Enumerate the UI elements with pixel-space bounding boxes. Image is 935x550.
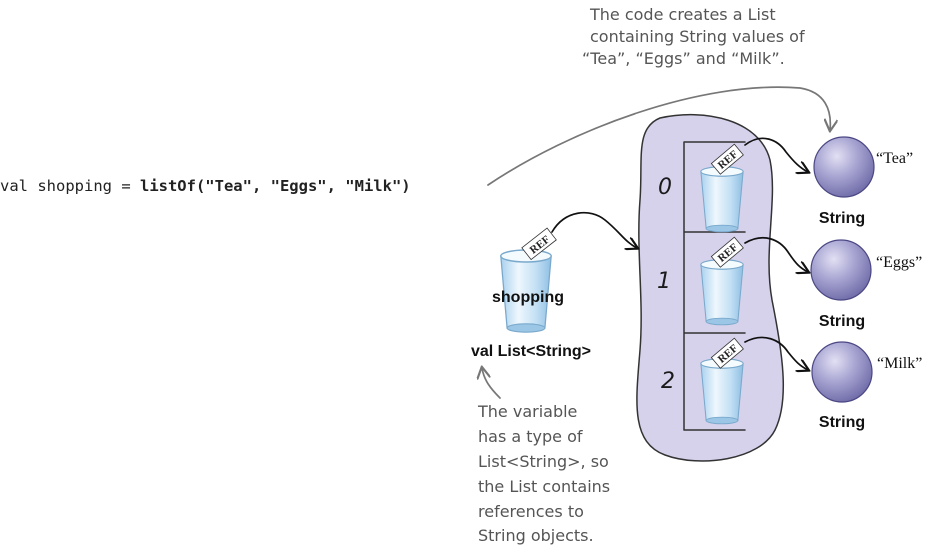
string-type-0: String bbox=[819, 210, 865, 227]
slot-0-arrow bbox=[744, 137, 808, 172]
string-type-1: String bbox=[819, 313, 865, 330]
annotation-arrow bbox=[487, 86, 830, 186]
string-object-milk: “Milk” String bbox=[811, 341, 922, 431]
string-value-1: “Eggs” bbox=[876, 254, 922, 271]
index-2: 2 bbox=[661, 369, 675, 394]
index-1: 1 bbox=[657, 269, 671, 294]
variable-ref-arrow bbox=[551, 211, 637, 248]
string-value-0: “Tea” bbox=[876, 150, 913, 167]
bottom-annotation: The variable has a type of List<String>,… bbox=[477, 402, 610, 545]
variable-name: shopping bbox=[492, 289, 564, 306]
string-object-eggs: “Eggs” String bbox=[810, 239, 922, 330]
variable-type: val List<String> bbox=[471, 343, 591, 360]
variable-cup: REF bbox=[500, 227, 557, 333]
slot-2-arrow bbox=[744, 336, 808, 370]
string-type-2: String bbox=[819, 414, 865, 431]
variable-ref-label: REF bbox=[521, 227, 557, 261]
bottom-note-line-4: the List contains bbox=[478, 477, 610, 496]
bottom-note-line-5: references to bbox=[478, 502, 584, 521]
code-line: val shopping = listOf("Tea", "Eggs", "Mi… bbox=[0, 177, 411, 195]
top-note-line-2: containing String values of bbox=[590, 27, 805, 46]
string-ball-1 bbox=[810, 239, 872, 301]
top-annotation: The code creates a List containing Strin… bbox=[582, 5, 805, 68]
string-object-tea: “Tea” String bbox=[813, 136, 913, 227]
string-value-2: “Milk” bbox=[877, 355, 922, 372]
type-note-arrow bbox=[482, 368, 501, 399]
slot-1-arrow bbox=[744, 237, 808, 272]
bottom-note-line-1: The variable bbox=[477, 402, 577, 421]
code-call: listOf("Tea", "Eggs", "Milk") bbox=[140, 177, 411, 195]
string-ball-2 bbox=[811, 341, 873, 403]
bottom-note-line-6: String objects. bbox=[478, 526, 594, 545]
bottom-note-line-3: List<String>, so bbox=[478, 452, 609, 471]
top-note-line-3: “Tea”, “Eggs” and “Milk”. bbox=[582, 49, 785, 68]
string-ball-0 bbox=[813, 136, 875, 198]
code-prefix: val shopping = bbox=[0, 177, 140, 195]
top-note-line-1: The code creates a List bbox=[589, 5, 776, 24]
bottom-note-line-2: has a type of bbox=[478, 427, 583, 446]
index-0: 0 bbox=[658, 175, 672, 200]
